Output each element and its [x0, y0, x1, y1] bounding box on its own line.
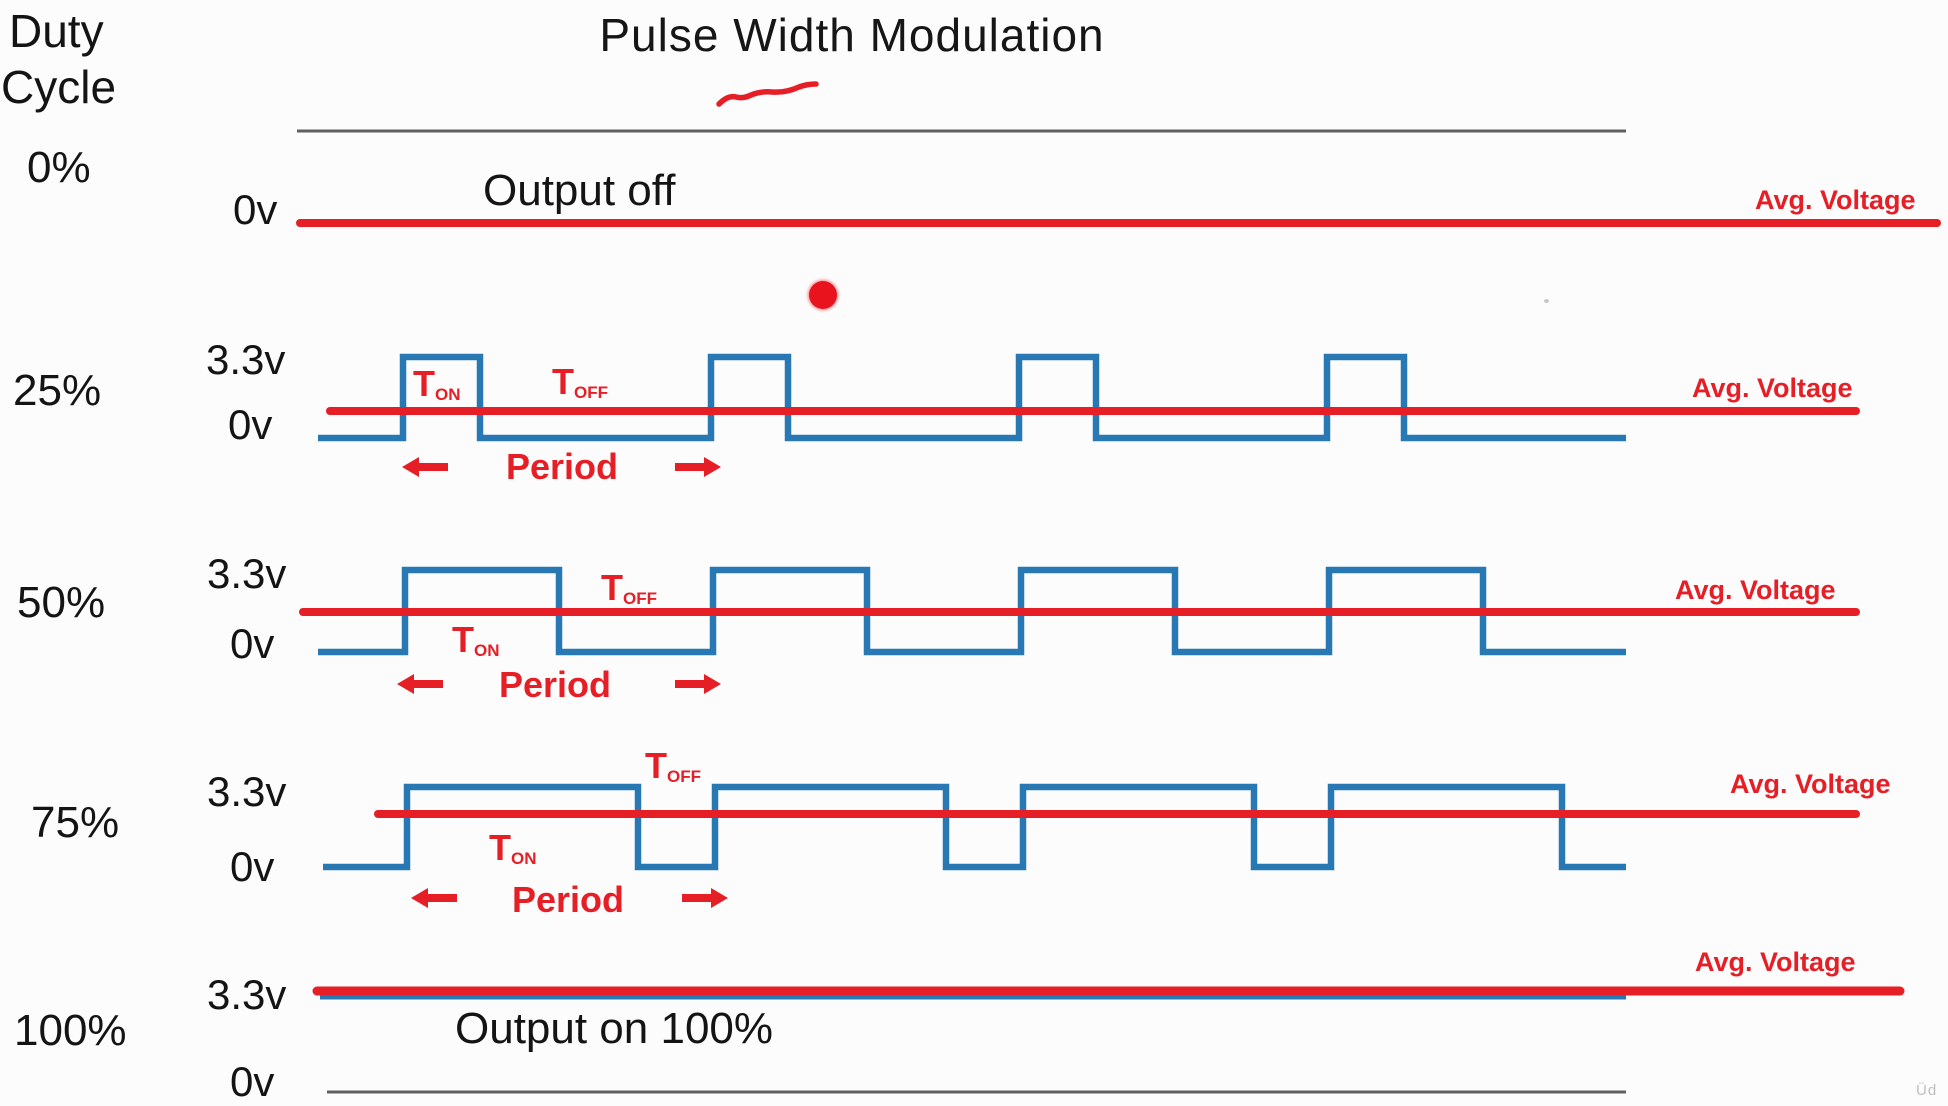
row1-period-label: Period [506, 446, 619, 487]
row2-high-voltage-label: 3.3v [207, 550, 287, 597]
row2-avg-voltage-label: Avg. Voltage [1675, 575, 1836, 605]
t-off-base: T [645, 745, 667, 786]
row2-period-right-arrow-icon [675, 674, 721, 694]
row1-t-off-label: TOFF [552, 361, 608, 403]
t-on-base: T [489, 827, 511, 868]
row2-low-voltage-label: 0v [230, 620, 275, 667]
row1-period-right-arrow-icon [675, 457, 721, 477]
row1-low-voltage-label: 0v [228, 401, 273, 448]
row3-period-left-arrow-icon [411, 888, 457, 908]
t-off-base: T [552, 361, 574, 402]
page-title: Pulse Width Modulation [599, 9, 1105, 61]
t-off-base: T [601, 567, 623, 608]
duty-cycle-header-line2: Cycle [1, 61, 117, 113]
row3-high-voltage-label: 3.3v [207, 768, 287, 815]
row2-period-label: Period [499, 664, 612, 705]
duty-cycle-header-line1: Duty [9, 5, 104, 57]
t-on-sub: ON [511, 849, 537, 868]
row2-period-left-arrow-icon [397, 674, 443, 694]
duty-label-25: 25% [13, 366, 102, 415]
duty-label-75: 75% [31, 798, 120, 847]
row2-t-on-label: TON [452, 619, 500, 661]
row3-period-right-arrow-icon [682, 888, 728, 908]
row0-low-voltage-label: 0v [233, 186, 278, 233]
t-on-sub: ON [474, 641, 500, 660]
row1-high-voltage-label: 3.3v [206, 336, 286, 383]
row0-note-output-off: Output off [483, 166, 676, 215]
laser-pointer-dot [809, 281, 837, 309]
t-off-sub: OFF [667, 767, 701, 786]
row1-avg-voltage-label: Avg. Voltage [1692, 373, 1853, 403]
t-on-base: T [452, 619, 474, 660]
t-off-sub: OFF [623, 589, 657, 608]
row1-period-left-arrow-icon [402, 457, 448, 477]
row3-low-voltage-label: 0v [230, 843, 275, 890]
row2-t-off-label: TOFF [601, 567, 657, 609]
red-underline-squiggle [716, 81, 819, 107]
t-on-sub: ON [435, 385, 461, 404]
duty-label-50: 50% [17, 578, 106, 627]
row3-period-label: Period [512, 879, 625, 920]
row3-t-on-label: TON [489, 827, 537, 869]
t-on-base: T [413, 363, 435, 404]
row1-t-on-label: TON [413, 363, 461, 405]
duty-label-100: 100% [14, 1006, 127, 1055]
row3-t-off-label: TOFF [645, 745, 701, 787]
row3-avg-voltage-label: Avg. Voltage [1730, 769, 1891, 799]
corner-watermark: Üd [1916, 1082, 1938, 1099]
row4-avg-voltage-label: Avg. Voltage [1695, 947, 1856, 977]
stray-mark [1544, 299, 1549, 303]
row4-high-voltage-label: 3.3v [207, 971, 287, 1018]
row0-avg-voltage-label: Avg. Voltage [1755, 185, 1916, 215]
row4-low-voltage-label: 0v [230, 1058, 275, 1105]
duty-label-0: 0% [27, 143, 91, 192]
row4-note-output-on: Output on 100% [455, 1004, 774, 1053]
t-off-sub: OFF [574, 383, 608, 402]
